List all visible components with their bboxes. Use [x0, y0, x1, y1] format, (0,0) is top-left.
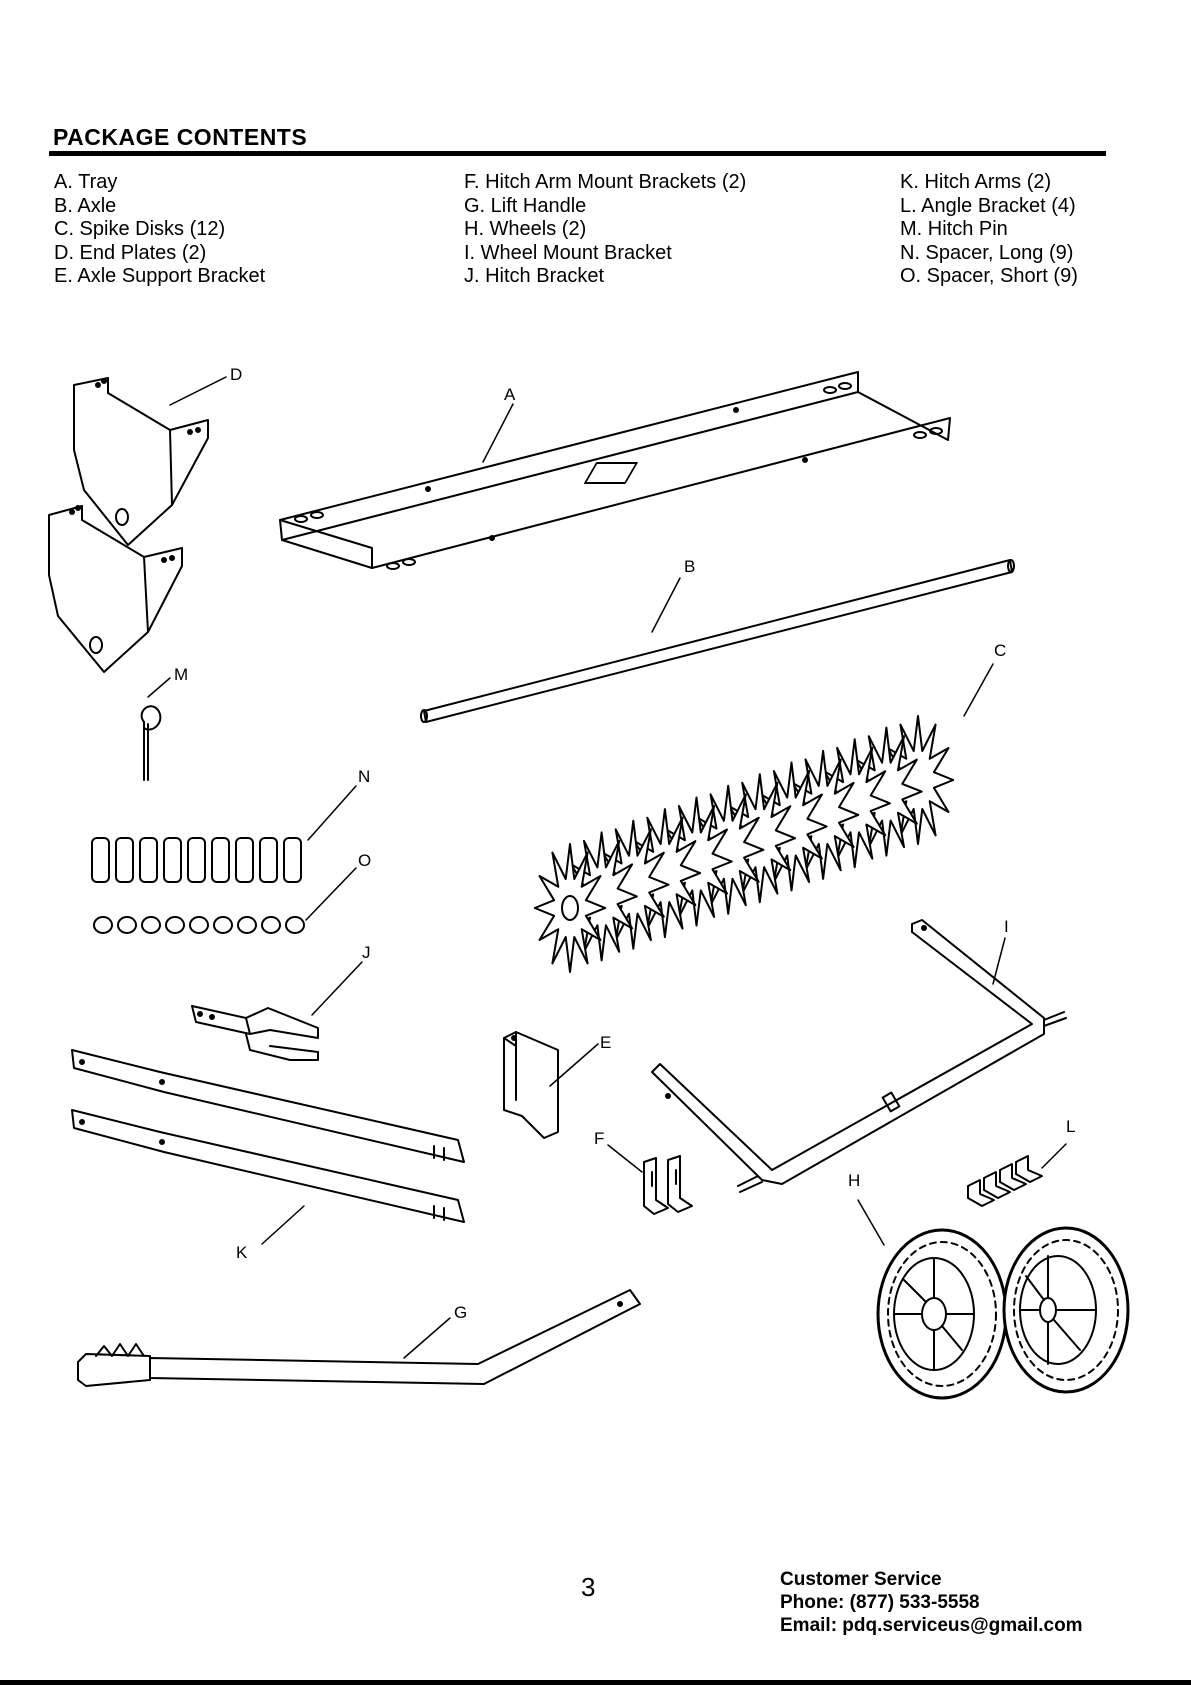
wheel-mount-bracket-illustration	[651, 919, 1067, 1193]
part-m: M. Hitch Pin	[900, 218, 1008, 240]
bottom-divider	[0, 1680, 1191, 1685]
customer-service-email: Email: pdq.serviceus@gmail.com	[780, 1615, 1083, 1636]
callout-l: L	[1066, 1117, 1075, 1136]
callout-a: A	[504, 385, 516, 404]
callout-f: F	[594, 1129, 604, 1148]
axle-illustration	[420, 559, 1015, 723]
customer-service-block: Customer Service Phone: (877) 533-5558 E…	[780, 1568, 1083, 1637]
callout-b: B	[684, 557, 695, 576]
part-g: G. Lift Handle	[464, 194, 587, 217]
part-o: O. Spacer, Short (9)	[900, 265, 1078, 287]
hitch-arms-illustration	[71, 1049, 465, 1245]
callout-j: J	[362, 943, 371, 962]
part-i: I. Wheel Mount Bracket	[464, 241, 672, 264]
part-k: K. Hitch Arms (2)	[900, 171, 1052, 193]
part-d: D. End Plates (2)	[54, 241, 207, 264]
spike-disks-illustration	[533, 715, 955, 973]
wheels-illustration	[857, 1199, 1130, 1400]
callout-m: M	[174, 665, 188, 684]
page-title: PACKAGE CONTENTS	[53, 124, 308, 150]
part-b: B. Axle	[54, 194, 117, 217]
callout-n: N	[358, 767, 370, 786]
callout-d: D	[230, 365, 242, 384]
hitch-pin-illustration	[140, 677, 171, 781]
part-h: H. Wheels (2)	[464, 218, 587, 240]
customer-service-title: Customer Service	[780, 1569, 942, 1590]
callout-o: O	[358, 851, 371, 870]
part-c: C. Spike Disks (12)	[54, 218, 226, 240]
part-n: N. Spacer, Long (9)	[900, 241, 1074, 264]
lift-handle-illustration	[77, 1289, 641, 1387]
part-f: F. Hitch Arm Mount Brackets (2)	[464, 171, 747, 193]
callout-h: H	[848, 1171, 860, 1190]
angle-brackets-illustration	[967, 1143, 1067, 1207]
long-spacers-illustration	[91, 785, 357, 883]
callout-i: I	[1004, 917, 1009, 936]
parts-list-column-1: A. Tray B. Axle C. Spike Disks (12) D. E…	[54, 171, 265, 289]
part-a: A. Tray	[54, 171, 118, 193]
part-j: J. Hitch Bracket	[464, 265, 605, 287]
callout-k: K	[236, 1243, 248, 1262]
short-spacers-illustration	[93, 867, 357, 934]
tray-illustration	[279, 371, 951, 570]
title-divider	[49, 151, 1106, 156]
spike-disk-hub	[561, 895, 579, 921]
page-number: 3	[581, 1572, 596, 1602]
part-e: E. Axle Support Bracket	[54, 265, 266, 287]
parts-list-column-2: F. Hitch Arm Mount Brackets (2) G. Lift …	[464, 171, 746, 289]
parts-list-column-3: K. Hitch Arms (2) L. Angle Bracket (4) M…	[900, 171, 1078, 289]
hitch-arm-mount-brackets-illustration	[607, 1144, 693, 1215]
part-l: L. Angle Bracket (4)	[900, 194, 1076, 217]
callout-e: E	[600, 1033, 611, 1052]
callout-g: G	[454, 1303, 467, 1322]
end-plate-illustration	[48, 376, 227, 673]
axle-support-bracket-illustration	[503, 1031, 599, 1139]
callout-c: C	[994, 641, 1006, 660]
hitch-bracket-illustration	[191, 961, 363, 1061]
customer-service-phone: Phone: (877) 533-5558	[780, 1592, 980, 1613]
